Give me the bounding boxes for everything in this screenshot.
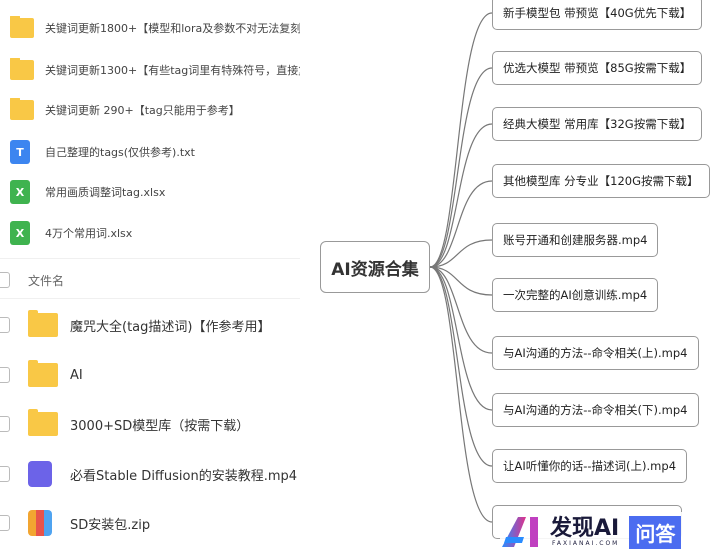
connector-line: [429, 266, 493, 296]
folder-icon: [10, 16, 34, 38]
file-name: 必看Stable Diffusion的安装教程.mp4: [70, 468, 298, 484]
mindmap-node[interactable]: 经典大模型 常用库【32G按需下载】: [492, 107, 703, 141]
connector-line: [429, 266, 493, 523]
excel-file-icon: X: [10, 221, 30, 245]
file-row[interactable]: SD安装包.zip: [0, 508, 300, 538]
mindmap-node[interactable]: 账号开通和创建服务器.mp4: [492, 223, 659, 257]
mindmap-node[interactable]: 新手模型包 带预览【40G优先下载】: [492, 0, 703, 30]
connector-line: [429, 239, 493, 268]
file-row[interactable]: 必看Stable Diffusion的安装教程.mp4: [0, 459, 300, 489]
brand-name: 发现AI: [550, 515, 620, 541]
watermark-logo: 发现AI FAXIANAI.COM 问答: [500, 512, 710, 552]
divider: [0, 298, 300, 299]
file-row[interactable]: X 常用画质调整词tag.xlsx: [0, 180, 300, 204]
row-checkbox[interactable]: [0, 416, 10, 432]
excel-file-icon: X: [10, 180, 30, 204]
column-header-name: 文件名: [28, 273, 65, 288]
divider: [0, 258, 300, 259]
file-name: 4万个常用词.xlsx: [45, 227, 133, 240]
mindmap-node[interactable]: 一次完整的AI创意训练.mp4: [492, 278, 659, 312]
folder-icon: [28, 310, 58, 337]
text-file-icon: T: [10, 140, 30, 164]
file-row[interactable]: X 4万个常用词.xlsx: [0, 221, 300, 245]
connector-line: [429, 266, 493, 467]
video-file-icon: [28, 461, 52, 487]
folder-icon: [10, 58, 34, 80]
file-row[interactable]: 关键词更新 290+【tag只能用于参考】: [0, 98, 300, 122]
file-name: 自己整理的tags(仅供参考).txt: [45, 146, 195, 159]
file-name: AI: [70, 367, 83, 383]
connector-line: [429, 180, 493, 268]
file-name: 3000+SD模型库（按需下载）: [70, 418, 250, 434]
qa-badge: 问答: [629, 515, 682, 549]
file-name: 关键词更新1800+【模型和lora及参数不对无法复刻形: [45, 22, 300, 35]
connector-line: [429, 67, 493, 268]
file-row[interactable]: 魔咒大全(tag描述词)【作参考用】: [0, 310, 300, 340]
file-name: 关键词更新1300+【有些tag词里有特殊符号，直接复: [45, 64, 300, 77]
file-name: SD安装包.zip: [70, 517, 151, 533]
column-header: 文件名: [0, 268, 300, 292]
row-checkbox[interactable]: [0, 515, 10, 531]
mindmap-node[interactable]: 与AI沟通的方法--命令相关(下).mp4: [492, 393, 699, 427]
file-row[interactable]: AI: [0, 360, 300, 390]
connector-line: [429, 123, 493, 268]
connector-line: [429, 12, 493, 268]
file-row[interactable]: 关键词更新1800+【模型和lora及参数不对无法复刻形: [0, 16, 300, 40]
zip-file-icon: [28, 510, 52, 536]
folder-icon: [28, 409, 58, 436]
file-row[interactable]: T 自己整理的tags(仅供参考).txt: [0, 140, 300, 164]
select-all-checkbox[interactable]: [0, 272, 10, 288]
file-list-panel: 关键词更新1800+【模型和lora及参数不对无法复刻形 关键词更新1300+【…: [0, 0, 300, 557]
row-checkbox[interactable]: [0, 317, 10, 333]
folder-icon: [10, 98, 34, 120]
row-checkbox[interactable]: [0, 367, 10, 383]
mindmap-node[interactable]: 让AI听懂你的话--描述词(上).mp4: [492, 449, 688, 483]
folder-icon: [28, 360, 58, 387]
mindmap-root[interactable]: AI资源合集: [320, 241, 430, 293]
file-name: 常用画质调整词tag.xlsx: [45, 186, 166, 199]
logo-mark-icon: [502, 517, 538, 547]
file-row[interactable]: 3000+SD模型库（按需下载）: [0, 409, 300, 439]
file-name: 关键词更新 290+【tag只能用于参考】: [45, 104, 240, 117]
mindmap-node[interactable]: 其他模型库 分专业【120G按需下载】: [492, 164, 710, 198]
connector-line: [429, 266, 493, 354]
file-row[interactable]: 关键词更新1300+【有些tag词里有特殊符号，直接复: [0, 58, 300, 82]
mindmap-node[interactable]: 优选大模型 带预览【85G按需下载】: [492, 51, 703, 85]
mindmap-node[interactable]: 与AI沟通的方法--命令相关(上).mp4: [492, 336, 699, 370]
row-checkbox[interactable]: [0, 466, 10, 482]
brand-domain: FAXIANAI.COM: [552, 539, 620, 547]
connector-line: [429, 266, 493, 411]
file-name: 魔咒大全(tag描述词)【作参考用】: [70, 319, 271, 335]
